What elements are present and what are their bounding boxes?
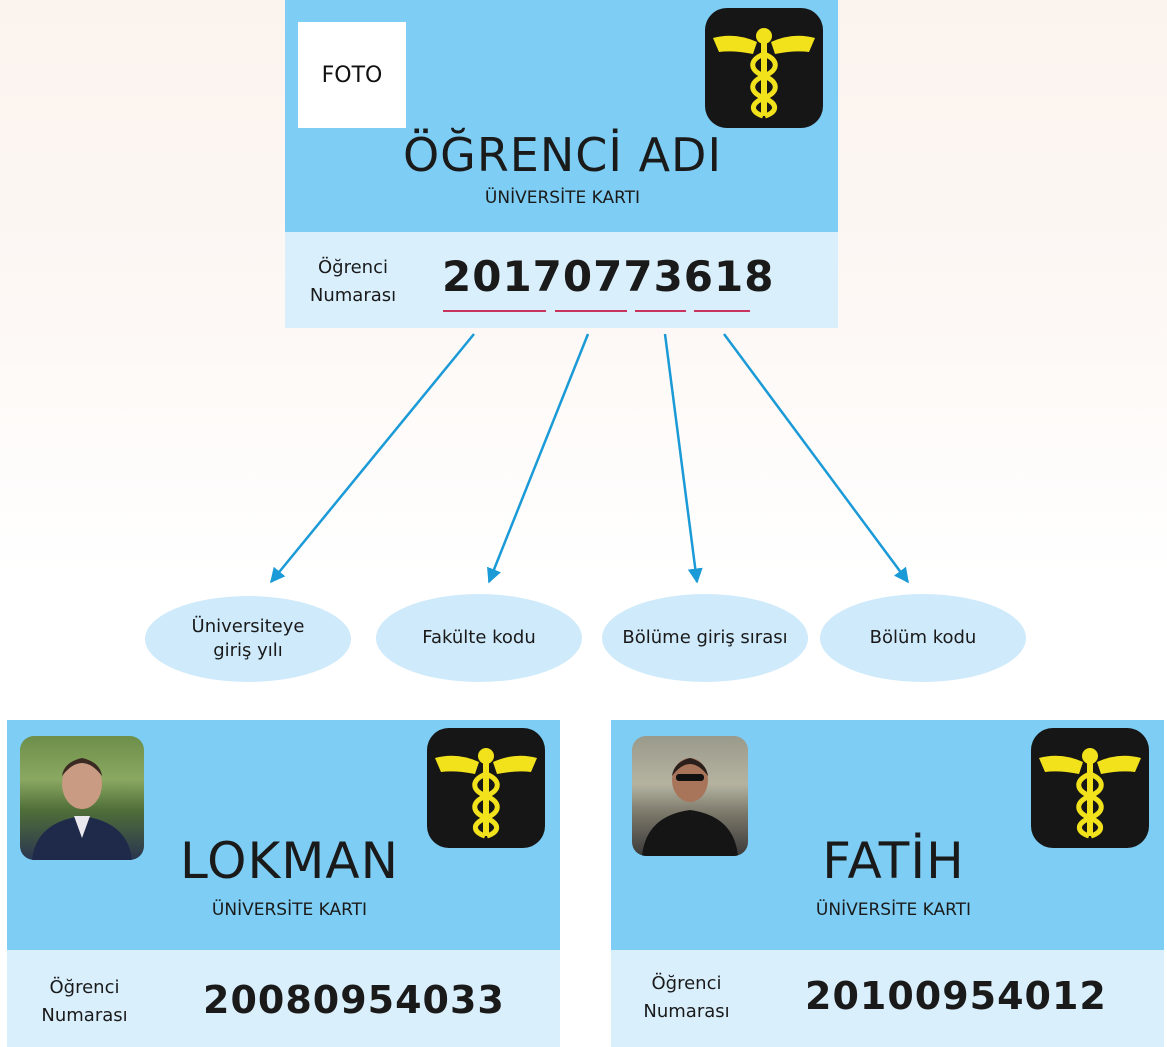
number-label-line1: Öğrenci <box>651 973 722 994</box>
underline-part-1 <box>443 310 546 312</box>
number-label-line1: Öğrenci <box>318 257 388 278</box>
underline-part-2 <box>555 310 627 312</box>
student-card-fatih: FATİH ÜNİVERSİTE KARTI Öğrenci Numarası … <box>611 720 1164 1047</box>
card-subtitle: ÜNİVERSİTE KARTI <box>484 188 641 208</box>
caduceus-icon <box>435 748 537 839</box>
arrow-to-year <box>270 333 475 584</box>
template-student-card: FOTO ÖĞRENCİ ADI ÜNİVERSİTE KARTI Öğrenc… <box>285 0 838 328</box>
ellipse-entry-year-line2: giriş yılı <box>213 640 283 661</box>
number-label-line1: Öğrenci <box>49 977 120 998</box>
ellipse-entry-order-label: Bölüme giriş sırası <box>622 627 788 648</box>
arrow-to-department <box>722 333 910 584</box>
ellipse-entry-year: Üniversiteye giriş yılı <box>145 596 351 682</box>
underline-part-4 <box>694 310 750 312</box>
student-card-lokman: LOKMAN ÜNİVERSİTE KARTI Öğrenci Numarası… <box>7 720 560 1047</box>
caduceus-logo-icon <box>427 728 545 848</box>
card-number-area <box>285 232 838 328</box>
underline-part-3 <box>635 310 686 312</box>
student-name: LOKMAN <box>180 832 399 890</box>
student-number-label: Öğrenci Numarası <box>629 970 744 1026</box>
photo-placeholder: FOTO <box>298 22 406 128</box>
student-name: ÖĞRENCİ ADI <box>402 128 723 182</box>
ellipse-faculty-code-label: Fakülte kodu <box>422 627 536 648</box>
card-number-area <box>611 950 1164 1047</box>
ellipse-department-code: Bölüm kodu <box>820 594 1026 682</box>
arrow-to-entry-order <box>663 333 703 584</box>
caduceus-logo-icon <box>1031 728 1149 848</box>
card-subtitle: ÜNİVERSİTE KARTI <box>815 900 972 920</box>
student-name: FATİH <box>822 832 965 890</box>
student-photo <box>632 736 748 856</box>
person-silhouette-icon <box>642 758 738 856</box>
ellipse-department-code-label: Bölüm kodu <box>869 627 977 648</box>
caduceus-icon <box>713 28 815 119</box>
caduceus-logo-icon <box>705 8 823 128</box>
student-number: 20170773618 <box>442 252 775 301</box>
student-number-label: Öğrenci Numarası <box>299 254 407 310</box>
student-number: 20100954012 <box>805 974 1107 1018</box>
number-label-line2: Numarası <box>41 1005 128 1026</box>
student-number: 20080954033 <box>203 978 505 1022</box>
ellipse-entry-order: Bölüme giriş sırası <box>602 594 808 682</box>
ellipse-entry-year-line1: Üniversiteye <box>191 616 305 637</box>
person-silhouette-icon <box>32 758 132 860</box>
number-label-line2: Numarası <box>643 1001 730 1022</box>
student-photo <box>20 736 144 860</box>
arrow-to-faculty <box>487 333 590 584</box>
ellipse-faculty-code: Fakülte kodu <box>376 594 582 682</box>
student-number-label: Öğrenci Numarası <box>27 974 142 1030</box>
card-number-area <box>7 950 560 1047</box>
number-label-line2: Numarası <box>309 285 397 306</box>
caduceus-icon <box>1039 748 1141 839</box>
card-subtitle: ÜNİVERSİTE KARTI <box>211 900 368 920</box>
